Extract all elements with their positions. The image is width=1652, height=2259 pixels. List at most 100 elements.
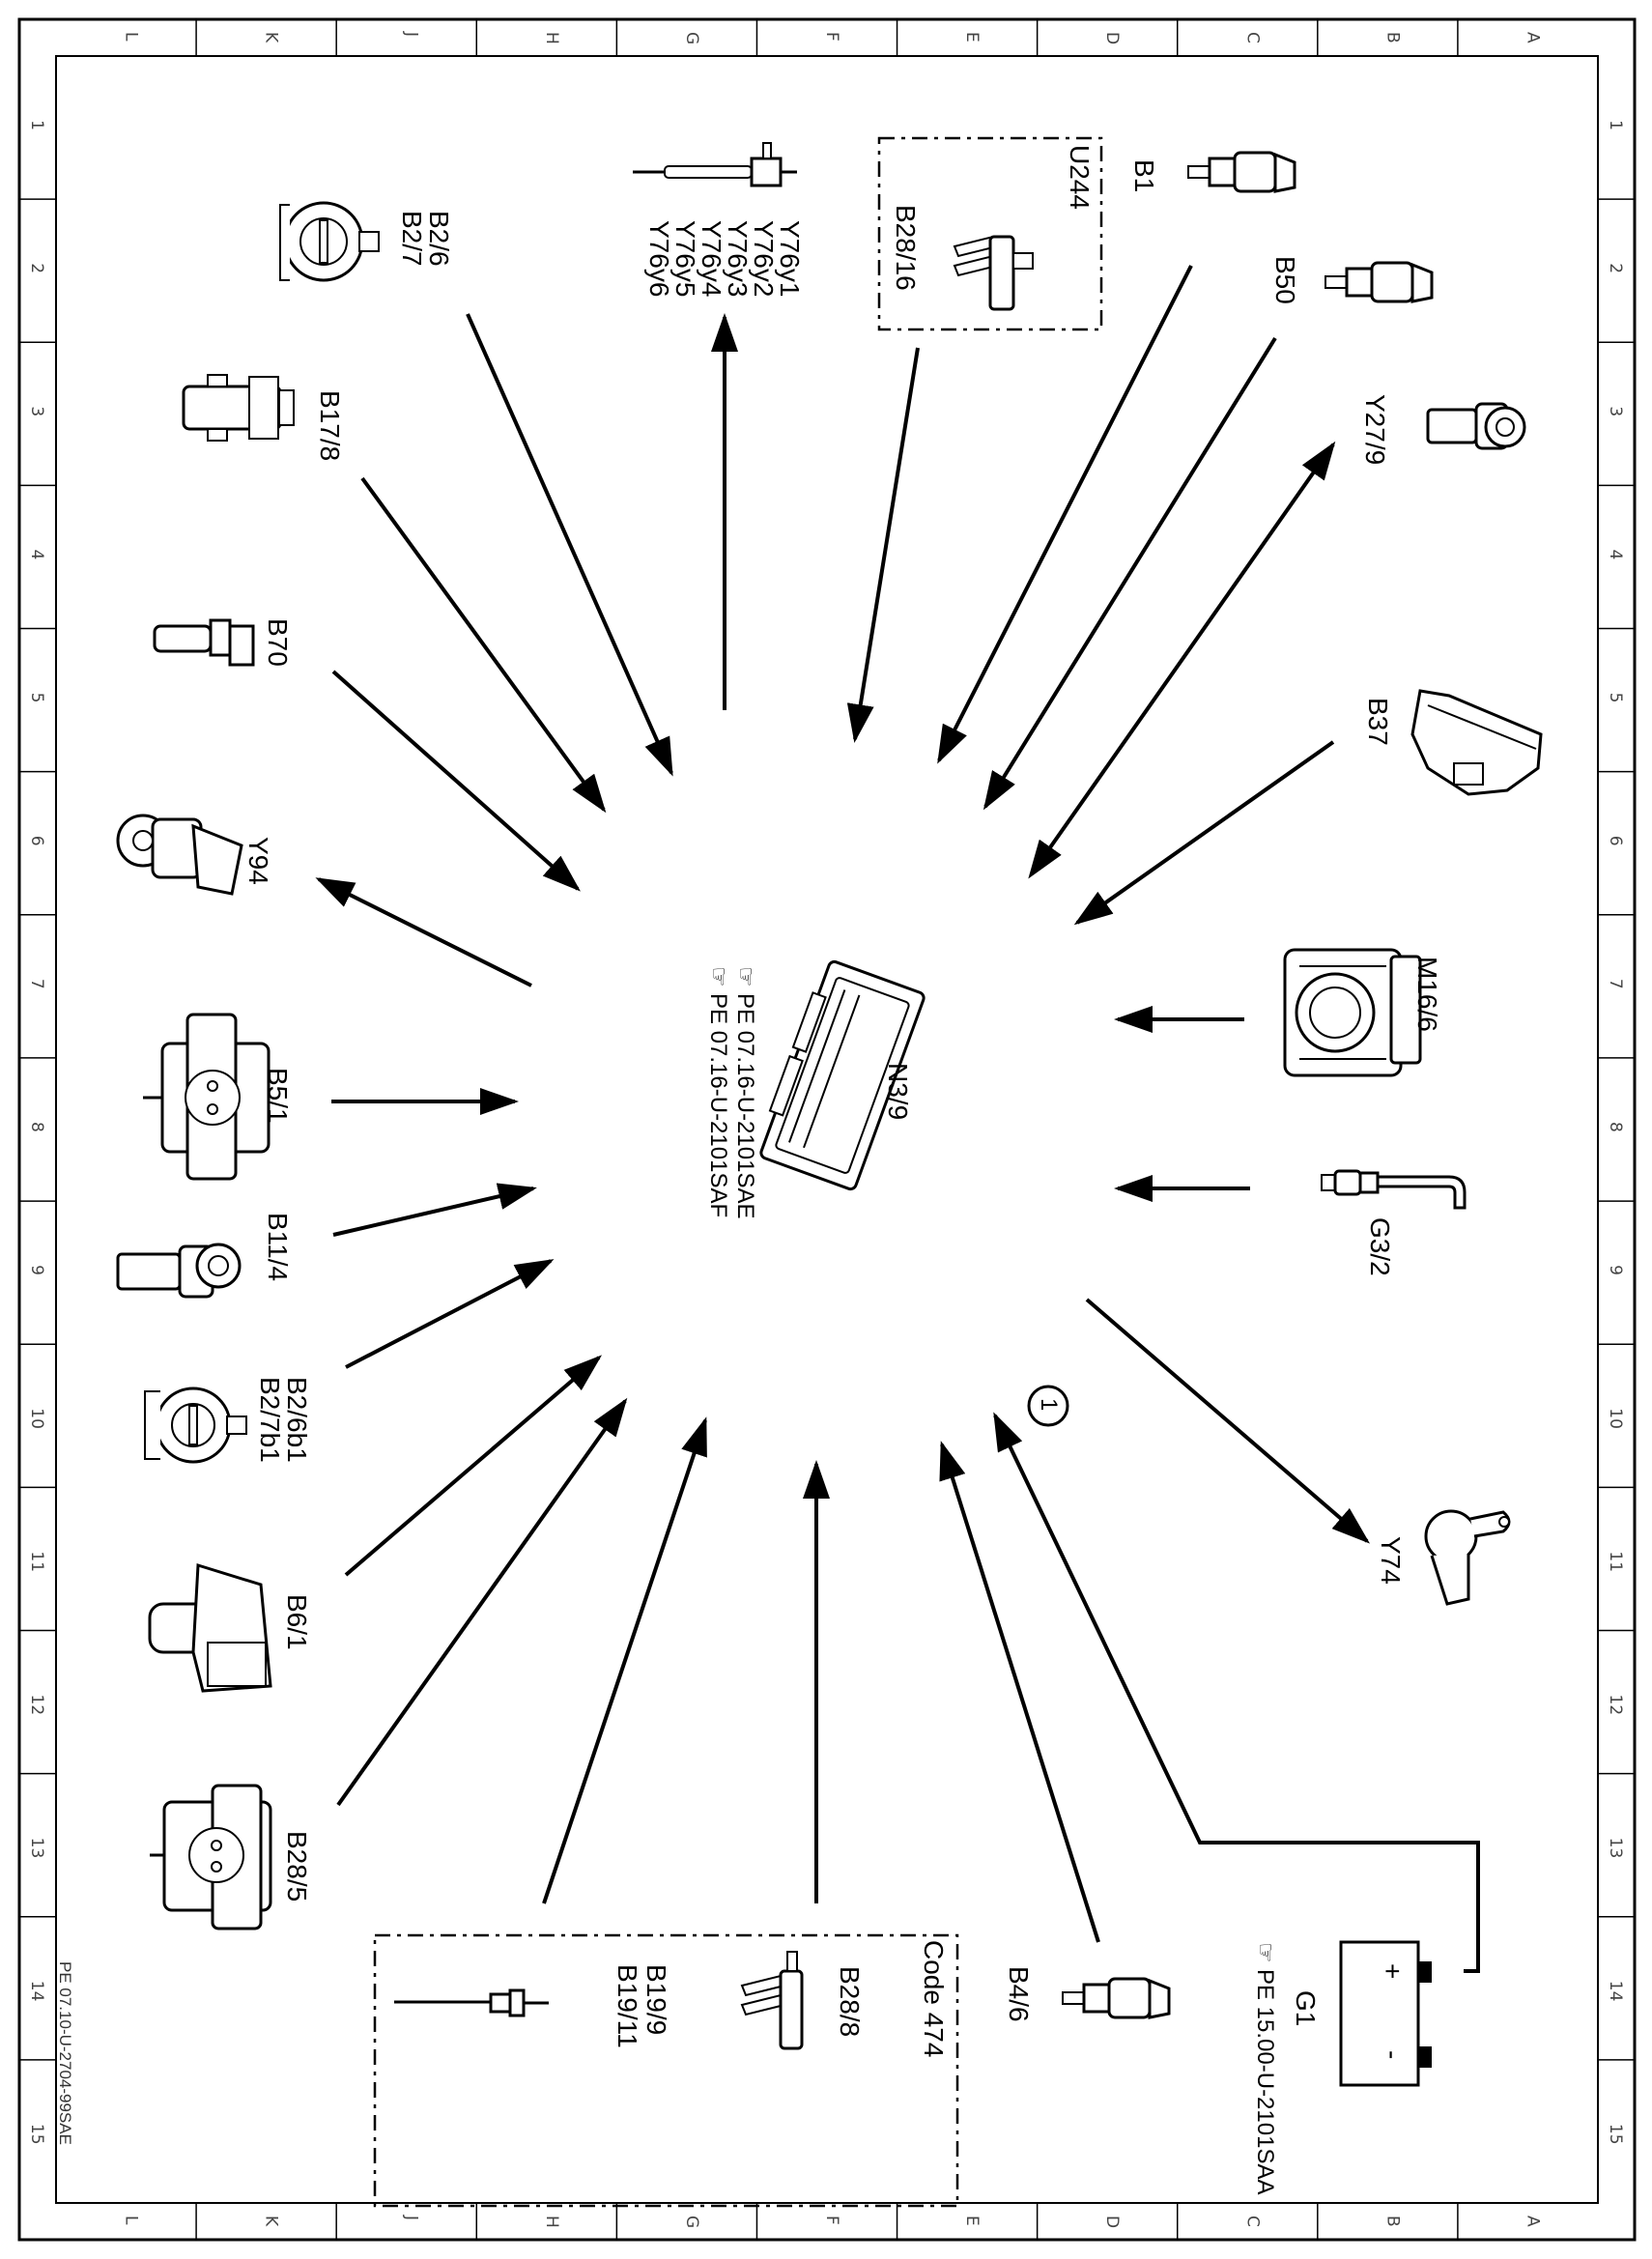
label-y76y2: Y76y2 <box>749 220 779 297</box>
component-b4-6: B4/6 <box>1004 1966 1171 2022</box>
crankshaft-sensor-icon <box>153 618 255 667</box>
grid-letter: G <box>682 32 701 44</box>
arrow-y74 <box>1085 1298 1371 1544</box>
component-m16-6: M16/6 <box>1283 948 1442 1077</box>
grid-number: 14 <box>1606 1981 1625 2002</box>
grid-number: 15 <box>1606 2124 1625 2145</box>
grid-letter: J <box>402 2215 421 2220</box>
throttle-actuator-icon <box>1283 948 1422 1077</box>
grid-number: 7 <box>27 979 46 989</box>
label-b2-6: B2/6 <box>424 211 454 267</box>
label-m16-6: M16/6 <box>1412 957 1442 1032</box>
label-b11-4: B11/4 <box>263 1213 293 1281</box>
temperature-sensor-icon <box>1062 1977 1171 2019</box>
charge-air-sensor-icon <box>182 374 295 442</box>
pressure-sensor-icon <box>953 235 1034 311</box>
connection-arrows <box>315 265 1480 1973</box>
grid-letter: G <box>682 2216 701 2228</box>
grid-number: 12 <box>27 1695 46 1716</box>
center-label: N3/9 <box>883 1063 913 1120</box>
grid-number: 11 <box>27 1551 46 1572</box>
component-b2-6: B2/6 B2/7 <box>279 201 454 282</box>
oxygen-sensor-icon <box>1321 1169 1467 1210</box>
grid-number: 4 <box>27 549 46 559</box>
finger-icon: ☞ <box>732 966 758 987</box>
label-g1: G1 <box>1291 1990 1321 2026</box>
component-g1: + - G1 ☞ PE 15.00-U-2101SAA <box>1252 1940 1432 2194</box>
label-b1: B1 <box>1129 159 1159 192</box>
grid-number: 5 <box>27 693 46 703</box>
finger-icon: ☞ <box>1252 1942 1278 1963</box>
drawing-frame <box>17 17 1637 2242</box>
label-g1-ref: PE 15.00-U-2101SAA <box>1252 1969 1278 2194</box>
grid-ticks <box>19 19 1635 2240</box>
component-b19: B19/9 B19/11 <box>394 1964 671 2048</box>
grid-letter: A <box>1523 2216 1542 2227</box>
camshaft-sensor-icon <box>148 1563 272 1693</box>
arrow-b37 <box>1073 740 1335 926</box>
arrow-b1 <box>937 265 1193 764</box>
label-b37: B37 <box>1363 698 1393 746</box>
label-y76y4: Y76y4 <box>697 220 726 297</box>
component-b50: B50 <box>1270 256 1434 304</box>
control-unit-icon <box>759 959 926 1191</box>
label-b19-9: B19/9 <box>641 1964 671 2035</box>
component-y76: Y76y1 Y76y2 Y76y3 Y76y4 Y76y5 Y76y6 <box>633 142 805 297</box>
label-y94: Y94 <box>243 837 273 885</box>
arrow-b19 <box>542 1416 707 1904</box>
component-u244: U244 B28/16 <box>877 136 1103 331</box>
grid-letter: L <box>122 2216 141 2225</box>
grid-number: 5 <box>1606 693 1625 703</box>
grid-number: 3 <box>1606 406 1625 416</box>
label-b50: B50 <box>1270 256 1300 304</box>
arrow-b70 <box>331 670 581 892</box>
label-code474: Code 474 <box>919 1940 949 2057</box>
component-g3-2: G3/2 <box>1321 1169 1467 1276</box>
grid-number: 13 <box>27 1838 46 1859</box>
callout-number: 1 <box>1036 1398 1062 1411</box>
label-b19-11: B19/11 <box>612 1964 642 2048</box>
grid-letter: B <box>1382 2216 1402 2227</box>
label-y76y5: Y76y5 <box>670 220 700 297</box>
document-ref: PE 07.10-U-2704-99SAE <box>56 1961 74 2145</box>
map-sensor-icon <box>150 1784 272 1930</box>
component-b1: B1 <box>1129 151 1296 193</box>
exhaust-sensor-icon <box>394 1988 549 2017</box>
pedal-sensor-icon <box>1410 689 1543 796</box>
component-b70: B70 <box>153 618 293 667</box>
arrow-b4-6 <box>939 1441 1100 1943</box>
label-b6-1: B6/1 <box>282 1594 312 1650</box>
grid-number: 2 <box>27 263 46 273</box>
finger-icon: ☞ <box>705 966 731 987</box>
grid-letter: F <box>822 2216 841 2225</box>
label-b2-6b1: B2/6b1 <box>282 1377 312 1463</box>
grid-number: 9 <box>1606 1265 1625 1275</box>
pressure-sensor-icon <box>740 1951 804 2050</box>
injector-icon <box>633 142 797 187</box>
hot-film-sensor-icon <box>279 201 380 282</box>
map-sensor-icon <box>143 1013 271 1181</box>
arrow-g1 <box>993 1412 1480 1973</box>
component-b11-4: B11/4 <box>116 1213 293 1299</box>
grid-letter: A <box>1523 32 1542 43</box>
label-b28-5: B28/5 <box>282 1831 312 1902</box>
label-y76y3: Y76y3 <box>723 220 753 297</box>
grid-number: 12 <box>1606 1695 1625 1716</box>
grid-number: 3 <box>27 406 46 416</box>
label-u244: U244 <box>1065 145 1095 210</box>
label-y74: Y74 <box>1376 1536 1406 1585</box>
grid-number: 10 <box>27 1408 46 1429</box>
grid-number: 6 <box>1606 836 1625 846</box>
label-b28-16: B28/16 <box>891 205 921 291</box>
control-unit-n3-9: N3/9 ☞ PE 07.16-U-2101SAE ☞ PE 07.16-U-2… <box>705 959 926 1218</box>
grid-letter: H <box>542 2216 561 2228</box>
label-b17-8: B17/8 <box>315 390 345 461</box>
grid-letter: H <box>542 32 561 44</box>
component-y74: Y74 <box>1376 1509 1511 1606</box>
battery-minus: - <box>1378 2050 1408 2059</box>
valve-icon <box>1426 402 1526 450</box>
label-g3-2: G3/2 <box>1365 1217 1395 1276</box>
grid-number: 1 <box>1606 120 1625 130</box>
battery-icon: + - <box>1339 1940 1432 2087</box>
